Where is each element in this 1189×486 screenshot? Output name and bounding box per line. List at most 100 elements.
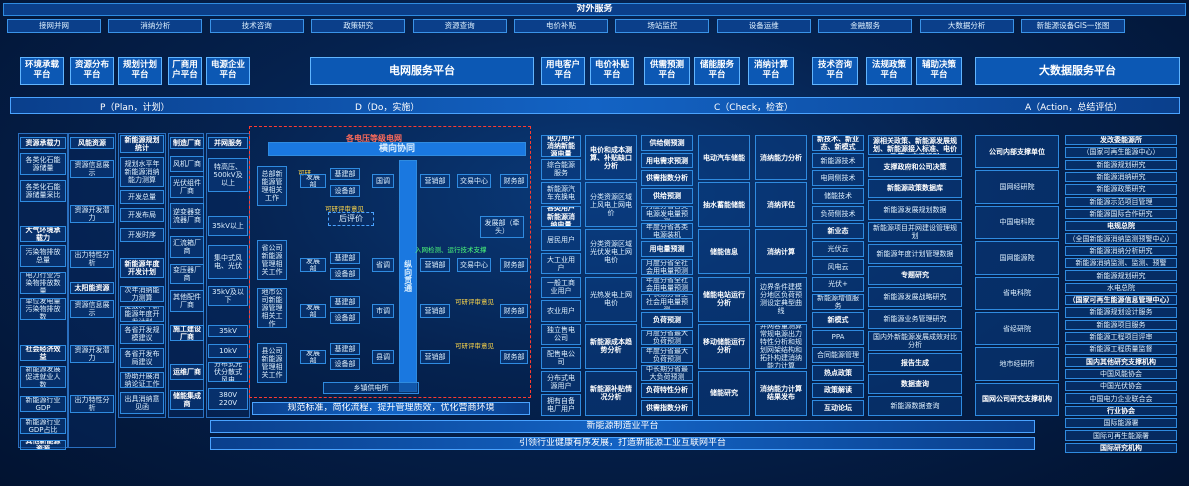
equip-1: 设备部 (330, 268, 360, 280)
c7-8: 新能源业务管理研究 (868, 309, 962, 329)
c1-7: 农业用户 (541, 300, 581, 322)
plan-5: 新能源年度开发计划 (120, 258, 164, 278)
c9-3: 新能源消纳研究 (1065, 171, 1177, 183)
c2-1: 分类资源区域上风电上网电价 (585, 182, 637, 228)
platform-5[interactable]: 电网服务平台 (310, 57, 534, 85)
c2-3: 光热发电上网电价 (585, 276, 637, 322)
res-7: 出力特性分析 (70, 395, 114, 413)
gsvc-2: 35kV以上 (208, 216, 248, 236)
platform-9[interactable]: 储能服务平台 (694, 57, 740, 85)
dev-1: 发展部 (300, 258, 326, 272)
feedback-label: 可研评审意见 (325, 205, 364, 213)
c7-2: 新能源政策数据库 (868, 178, 962, 199)
dev-2: 发展部 (300, 304, 326, 318)
service-9[interactable]: 大数据分析 (919, 19, 1014, 33)
res-6: 资源开发潜力 (70, 345, 114, 363)
platform-12[interactable]: 法规政策平台 (866, 57, 912, 85)
service-1[interactable]: 消纳分析 (108, 19, 203, 33)
env-2: 各类化石能源储量采比 (20, 180, 66, 202)
platform-7[interactable]: 电价补贴平台 (590, 57, 634, 85)
env-4: 污染物排放总量 (20, 245, 66, 267)
service-2[interactable]: 技术咨询 (209, 19, 304, 33)
town-station: 乡镇供电所 (323, 382, 419, 394)
res-2: 资源开发潜力 (70, 205, 114, 223)
feedback-tag: 可研 (298, 169, 311, 177)
maker-3: 逆变器变流器厂商 (170, 203, 204, 229)
c6-8: 光伏+ (812, 276, 864, 293)
platform-14[interactable]: 大数据服务平台 (975, 57, 1180, 85)
service-3[interactable]: 政策研究 (311, 19, 406, 33)
c1-10: 分布式电源用户 (541, 370, 581, 393)
pdca-plan: P（Plan，计划） (100, 103, 170, 113)
pdca-action: A（Action，总结评估） (1025, 103, 1123, 113)
platform-2[interactable]: 规划计划平台 (118, 57, 162, 85)
c7-0: 可再生能源法等法规、新能源相关政策、新能源发展规划、新能源接入标准、电价政策、市… (868, 135, 962, 155)
dev-0: 发展部 (300, 174, 326, 188)
nd: 国调 (372, 174, 394, 188)
grid-title: 各电压等级电网 (346, 134, 402, 143)
platform-1[interactable]: 资源分布平台 (70, 57, 114, 85)
c9-6: 新能源国际合作研究 (1065, 208, 1177, 220)
service-4[interactable]: 资源查询 (412, 19, 507, 33)
c1-8: 独立售电公司 (541, 323, 581, 346)
fin-0: 财务部 (500, 174, 528, 188)
green-label: 入网检测、运行技术支撑 (415, 246, 487, 254)
c6-0: 新技术、新业态、新模式 (812, 135, 864, 151)
c3-7: 月度分省全社会用电量预测 (641, 258, 693, 275)
env-6: 单位发电量污染物排放数 (20, 298, 66, 320)
platform-11[interactable]: 技术咨询平台 (812, 57, 858, 85)
c9-25: 国际研究机构 (1065, 442, 1177, 453)
dev-dept-lead: 发展部（牵头） (480, 216, 524, 238)
maker-5: 变压器厂商 (170, 264, 204, 284)
service-5[interactable]: 电价补贴 (514, 19, 608, 33)
platform-4[interactable]: 电源企业平台 (206, 57, 250, 85)
c3-2: 供需指数分析 (641, 170, 693, 187)
c9-17: 新能源工程质量监督 (1065, 344, 1177, 355)
org-0: 总部新能源管理相关工作 (257, 166, 287, 206)
c4-3: 储能电站运行分析 (698, 276, 750, 322)
c1-5: 大工业用户 (541, 252, 581, 275)
c4-2: 储能信息 (698, 229, 750, 275)
service-8[interactable]: 金融服务 (818, 19, 913, 33)
c1-1: 综合能源服务 (541, 158, 581, 181)
c2-4: 新能源成本趋势分析 (585, 323, 637, 369)
platform-10[interactable]: 消纳计算平台 (748, 57, 794, 85)
c3-3: 供给预测 (641, 188, 693, 204)
c6-12: 合同能源管理 (812, 347, 864, 363)
res-0: 风能资源 (70, 137, 114, 149)
c3-4: 月度分省各类电源发电量预测 (641, 205, 693, 222)
c8-5: 省经研院 (975, 311, 1059, 346)
platform-13[interactable]: 辅助决策平台 (916, 57, 962, 85)
env-0: 资源承载力 (20, 137, 66, 149)
service-7[interactable]: 设备运维 (716, 19, 811, 33)
post-eval: 后评价 (328, 212, 374, 226)
plan-3: 开发布局 (120, 208, 164, 222)
env-11: 其他新能源资源 (20, 440, 66, 450)
fin-1: 财务部 (500, 258, 528, 272)
service-6[interactable]: 场站监控 (615, 19, 710, 33)
service-0[interactable]: 接网并网 (7, 19, 101, 33)
c6-11: PPA (812, 329, 864, 346)
c9-2: 新能源规划研究 (1065, 159, 1177, 170)
feedback-label-3: 可研评审意见 (455, 342, 494, 350)
c5-0: 消纳能力分析 (755, 135, 807, 181)
platform-0[interactable]: 环境承载平台 (20, 57, 64, 85)
org-1: 省公司新能源管理相关工作 (257, 240, 287, 280)
c6-3: 储能技术 (812, 188, 864, 204)
plan-11: 出具消纳意见函 (120, 392, 164, 414)
c3-9: 中长期分省全社会用电量预测 (641, 294, 693, 310)
maker-7: 施工建设厂商 (170, 325, 204, 341)
gsvc-8: 380V 220V (208, 388, 248, 410)
c8-0: 公司内部支撑单位 (975, 135, 1059, 169)
c7-3: 新能源发展规划数据 (868, 200, 962, 221)
mkt-1: 营销部 (420, 258, 450, 272)
equip-3: 设备部 (330, 358, 360, 370)
res-4: 太阳能资源 (70, 282, 114, 294)
c9-0: 发改委能源所 (1065, 135, 1177, 146)
platform-3[interactable]: 厂商用户平台 (168, 57, 202, 85)
platform-6[interactable]: 用电客户平台 (541, 57, 585, 85)
platform-8[interactable]: 供需预测平台 (644, 57, 690, 85)
c7-5: 新能源年度计划管理数据 (868, 243, 962, 264)
service-10[interactable]: 新能源设备GIS一张图 (1021, 19, 1125, 33)
